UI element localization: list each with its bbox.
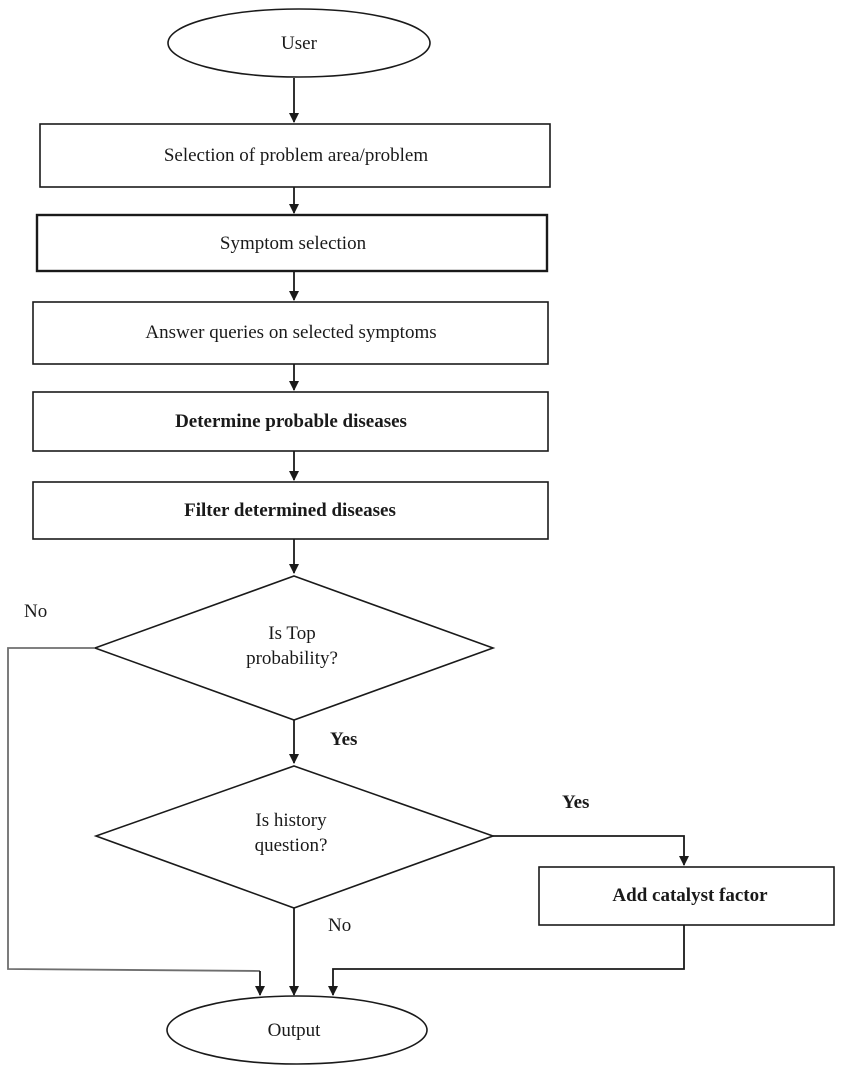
- process-box-filter-label: Filter determined diseases: [184, 500, 396, 521]
- top-no-label: No: [24, 601, 47, 622]
- process-box-answer: [32, 301, 549, 365]
- start-terminal: [167, 8, 431, 78]
- process-box-selection-label: Selection of problem area/problem: [164, 145, 429, 166]
- decision-top-probability-line2: probability?: [246, 648, 338, 669]
- process-box-filter: [32, 481, 549, 540]
- decision-history-question-line1: Is history: [255, 810, 327, 831]
- process-box-symptom: [35, 213, 549, 273]
- top-yes-label: Yes: [330, 729, 357, 750]
- connector-top-no-branch: [7, 647, 261, 972]
- process-box-symptom-label: Symptom selection: [220, 233, 367, 254]
- connector-history-yes-branch: [493, 835, 689, 866]
- history-no-label: No: [328, 915, 351, 936]
- end-terminal-label: Output: [268, 1020, 322, 1041]
- process-box-catalyst-label: Add catalyst factor: [612, 885, 768, 906]
- process-box-catalyst: [538, 866, 835, 926]
- start-terminal-label: User: [281, 33, 318, 54]
- process-box-determine: [32, 391, 549, 452]
- connector-catalyst-to-output: [328, 925, 685, 996]
- end-terminal: [166, 995, 428, 1065]
- decision-history-question-line2: question?: [255, 835, 328, 856]
- process-box-determine-label: Determine probable diseases: [175, 411, 407, 432]
- decision-top-probability-line1: Is Top: [268, 623, 315, 644]
- process-box-answer-label: Answer queries on selected symptoms: [145, 322, 436, 343]
- process-box-selection: [39, 123, 551, 188]
- history-yes-label: Yes: [562, 792, 589, 813]
